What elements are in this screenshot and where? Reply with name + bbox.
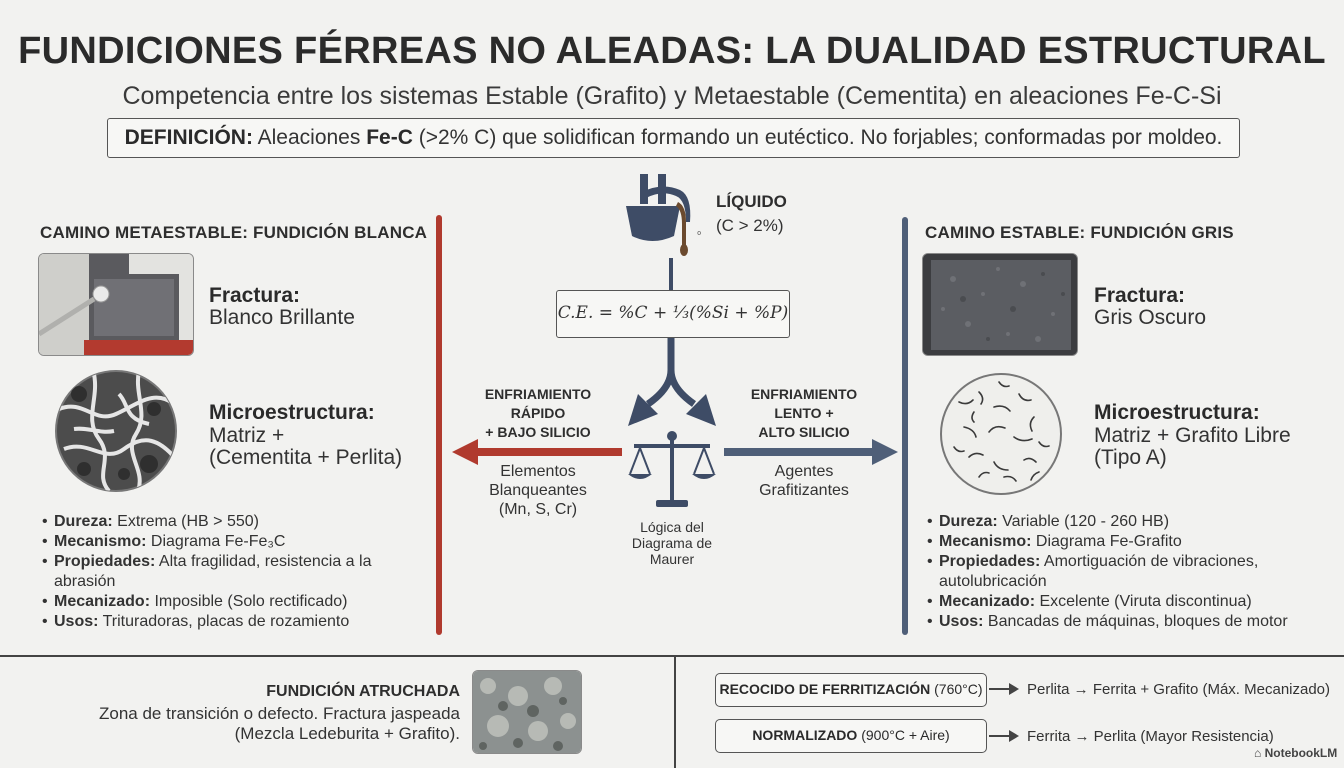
annealing-temp: (760°C) [934,681,983,697]
list-item: •Dureza: Variable (120 - 260 HB) [927,513,1170,530]
left-properties-list: •Dureza: Extrema (HB > 550) •Mecanismo: … [42,512,432,632]
list-item: •Mecanismo: Diagrama Fe-Fe₃C [42,533,286,550]
right-micro-label: Microestructura: [1094,401,1260,424]
normalizing-temp: (900°C + Aire) [861,727,950,743]
right-properties-list: •Dureza: Variable (120 - 260 HB) •Mecani… [927,512,1327,632]
whitening-elements-label: Elementos Blanqueantes (Mn, S, Cr) [489,463,587,518]
right-micro-line1: Matriz + Grafito Libre [1094,424,1291,447]
balance-scale-icon [626,428,718,514]
page-title: FUNDICIONES FÉRREAS NO ALEADAS: LA DUALI… [18,30,1326,72]
mottled-iron-title: FUNDICIÓN ATRUCHADA [266,683,460,700]
list-item: •Mecanismo: Diagrama Fe-Grafito [927,533,1182,550]
list-item: •Mecanizado: Excelente (Viruta discontin… [927,593,1252,610]
list-item: •Usos: Bancadas de máquinas, bloques de … [927,613,1288,630]
left-micro-line1: Matriz + [209,424,285,447]
liquid-value: (C > 2%) [716,216,784,235]
metastable-divider [436,215,442,635]
annealing-box: RECOCIDO DE FERRITIZACIÓN (760°C) [715,673,987,707]
definition-strong: Fe-C [366,126,413,149]
bottom-center-divider [674,657,676,768]
fast-cooling-arrow [452,437,622,467]
carbon-equivalent-formula: C.E. = %C + ⅓(%Si + %P) [556,290,790,338]
page-subtitle: Competencia entre los sistemas Estable (… [122,82,1222,110]
list-item: •Propiedades: Alta fragilidad, resistenc… [42,553,372,590]
right-micro-line2: (Tipo A) [1094,446,1167,469]
flow-line-top [669,258,673,290]
graphitizing-agents-label: Agentes Grafitizantes [759,463,849,499]
fast-cooling-label: ENFRIAMIENTO RÁPIDO + BAJO SILICIO [484,386,592,440]
gray-iron-microstructure-image [939,372,1063,496]
watermark-logo-icon: ⌂ [1254,746,1262,760]
list-item: •Usos: Trituradoras, placas de rozamient… [42,613,350,630]
list-item: •Propiedades: Amortiguación de vibracion… [927,553,1259,590]
left-micro-line2: (Cementita + Perlita) [209,446,403,469]
left-section-title: CAMINO METAESTABLE: FUNDICIÓN BLANCA [40,223,428,242]
stable-divider [902,217,908,635]
svg-text:₀: ₀ [697,226,701,237]
annealing-arrow-icon [989,682,1019,696]
ladle-pouring-icon: ₀ [622,172,712,258]
white-iron-fracture-photo [38,253,194,356]
normalizing-result: Ferrita → Perlita (Mayor Resistencia) [1027,728,1274,745]
normalizing-box: NORMALIZADO (900°C + Aire) [715,719,987,753]
annealing-label: RECOCIDO DE FERRITIZACIÓN [719,681,931,697]
bottom-divider [0,655,1344,657]
right-fracture-value: Gris Oscuro [1094,306,1207,329]
slow-cooling-arrow [724,437,898,467]
right-fracture-label: Fractura: [1094,284,1186,307]
annealing-result: Perlita → Ferrita + Grafito (Máx. Mecani… [1027,681,1331,698]
maurer-diagram-label: Lógica del Diagrama de Maurer [631,519,713,567]
gray-iron-fracture-photo [922,253,1078,356]
definition-text: (>2% C) que solidifican formando un euté… [418,126,1223,149]
split-arrows-icon [620,338,724,430]
liquid-label: LÍQUIDO [716,192,787,211]
slow-cooling-label: ENFRIAMIENTO LENTO + ALTO SILICIO [750,386,858,440]
right-section-title: CAMINO ESTABLE: FUNDICIÓN GRIS [925,223,1234,242]
list-item: •Mecanizado: Imposible (Solo rectificado… [42,593,348,610]
white-iron-microstructure-image [54,369,178,493]
watermark: ⌂ NotebookLM [1254,746,1338,760]
list-item: •Dureza: Extrema (HB > 550) [42,513,259,530]
definition-pre: Aleaciones [257,126,361,149]
definition-label: DEFINICIÓN: [124,126,253,149]
normalizing-arrow-icon [989,729,1019,743]
mottled-iron-photo [472,670,582,754]
normalizing-label: NORMALIZADO [752,727,858,743]
left-fracture-value: Blanco Brillante [209,306,355,329]
mottled-iron-description: Zona de transición o defecto. Fractura j… [99,704,460,743]
left-micro-label: Microestructura: [209,401,375,424]
left-fracture-label: Fractura: [209,284,301,307]
definition-box: DEFINICIÓN: Aleaciones Fe-C (>2% C) que … [107,118,1240,158]
